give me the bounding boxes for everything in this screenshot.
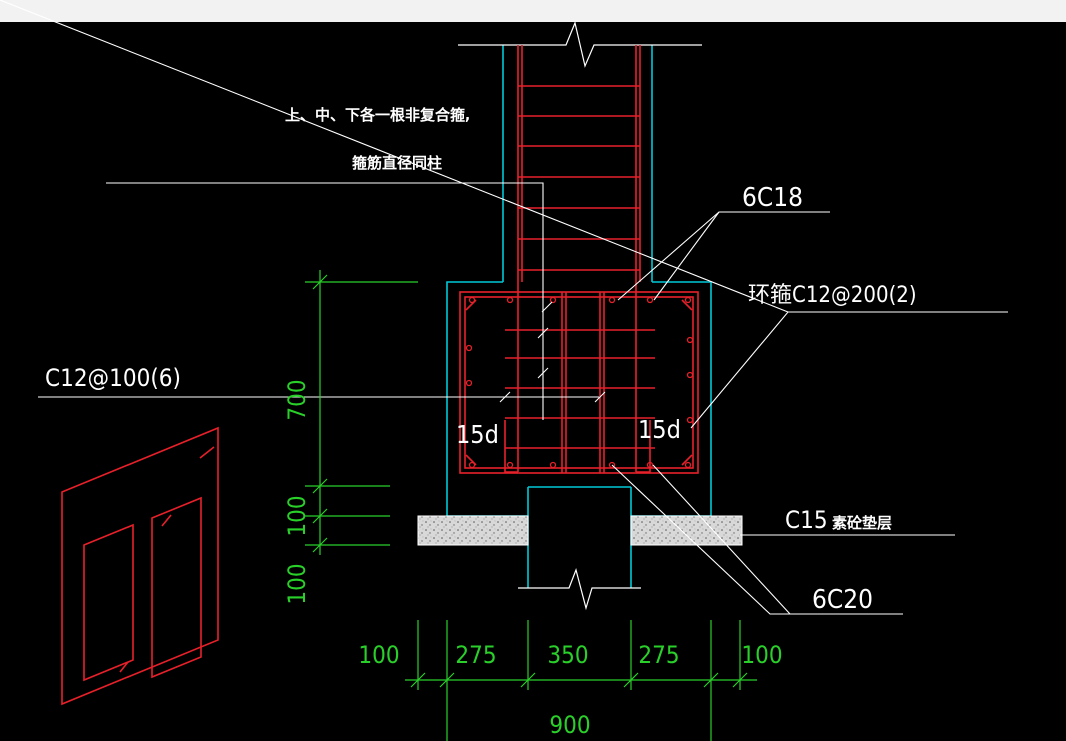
label-ring-stirrup: 环箍C12@200(2) xyxy=(748,283,917,308)
dim-vertical-100-upper: 100 xyxy=(283,495,311,536)
label-6c18: 6C18 xyxy=(742,183,803,213)
cushion-right xyxy=(630,515,743,546)
dim-total-900: 900 xyxy=(549,711,590,739)
rebar-dots xyxy=(465,296,694,469)
label-15d-left: 15d xyxy=(456,420,499,449)
stirrup-note-line1: 上、中、下各一根非复合箍, xyxy=(285,106,470,124)
column-rebar xyxy=(504,45,651,473)
label-cushion-name: 素砼垫层 xyxy=(832,514,892,532)
foundation-rebar xyxy=(459,291,699,474)
dimension-lines xyxy=(305,270,757,741)
dim-vertical-700: 700 xyxy=(283,379,311,420)
dim-horizontal-350: 350 xyxy=(547,641,588,669)
label-6c20: 6C20 xyxy=(812,585,873,615)
dim-horizontal-100-right: 100 xyxy=(741,641,782,669)
label-c15: C15 xyxy=(785,506,828,534)
dim-vertical-100-lower: 100 xyxy=(283,563,311,604)
dim-horizontal-275-right: 275 xyxy=(638,641,679,669)
dim-horizontal-100-left: 100 xyxy=(358,641,399,669)
stirrup-detail-sketch xyxy=(61,426,219,706)
stirrup-ticks xyxy=(499,301,606,403)
label-15d-right: 15d xyxy=(638,415,681,444)
label-c12-100: C12@100(6) xyxy=(45,364,181,392)
stirrup-note-line2: 箍筋直径同柱 xyxy=(352,154,442,172)
top-strip xyxy=(0,0,1066,22)
cushion-left xyxy=(417,515,529,546)
break-lines xyxy=(458,21,702,611)
drawing-background xyxy=(0,22,1066,741)
dim-horizontal-275-left: 275 xyxy=(455,641,496,669)
